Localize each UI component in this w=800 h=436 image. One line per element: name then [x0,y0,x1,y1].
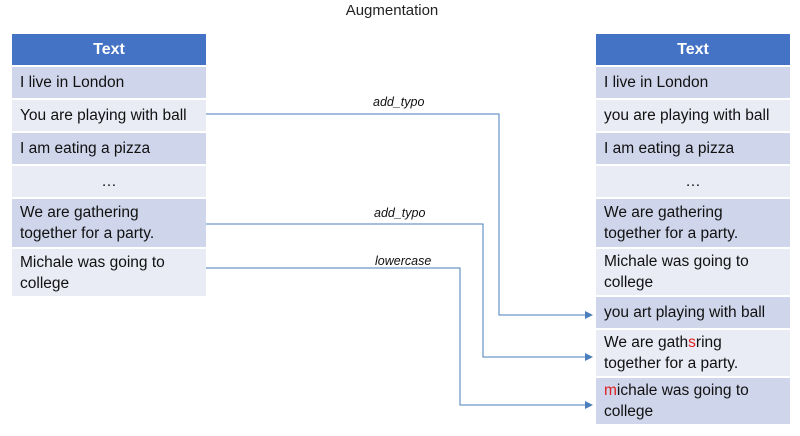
augmented-new-row-1: you art playing with ball [596,297,790,328]
operation-label-lowercase: lowercase [375,254,432,268]
source-row-1: I live in London [12,67,206,98]
augmented-row-4: We are gathering together for a party. [596,199,790,247]
diagram-title: Augmentation [345,2,439,19]
source-row-5: Michale was going to college [12,249,206,296]
source-row-3: I am eating a pizza [12,133,206,164]
augmented-table: Text I live in London you are playing wi… [596,34,790,426]
source-table: Text I live in London You are playing wi… [12,34,206,298]
augmented-new-row-3: michale was going to college [596,378,790,424]
augmented-row-ellipsis: … [596,166,790,197]
operation-label-add-typo-2: add_typo [374,206,426,220]
row-text-after: ichale was going to college [604,382,749,420]
augmented-table-header: Text [596,34,790,65]
typo-highlight: s [688,334,696,351]
source-row-2: You are playing with ball [12,100,206,131]
augmented-new-row-2: We are gathsring together for a party. [596,330,790,376]
augmented-row-3: I am eating a pizza [596,133,790,164]
augmented-row-1: I live in London [596,67,790,98]
source-row-4: We are gathering together for a party. [12,199,206,247]
connector-add-typo-1 [206,113,593,319]
source-table-header: Text [12,34,206,65]
connector-lowercase [206,267,593,409]
row-text-after: ring together for a party. [604,334,739,372]
lowercase-highlight: m [604,382,617,399]
augmented-row-5: Michale was going to college [596,249,790,295]
source-row-ellipsis: … [12,166,206,197]
connector-add-typo-2 [206,223,593,361]
operation-label-add-typo-1: add_typo [373,95,425,109]
augmented-row-2: you are playing with ball [596,100,790,131]
row-text-before: We are gath [604,334,689,351]
